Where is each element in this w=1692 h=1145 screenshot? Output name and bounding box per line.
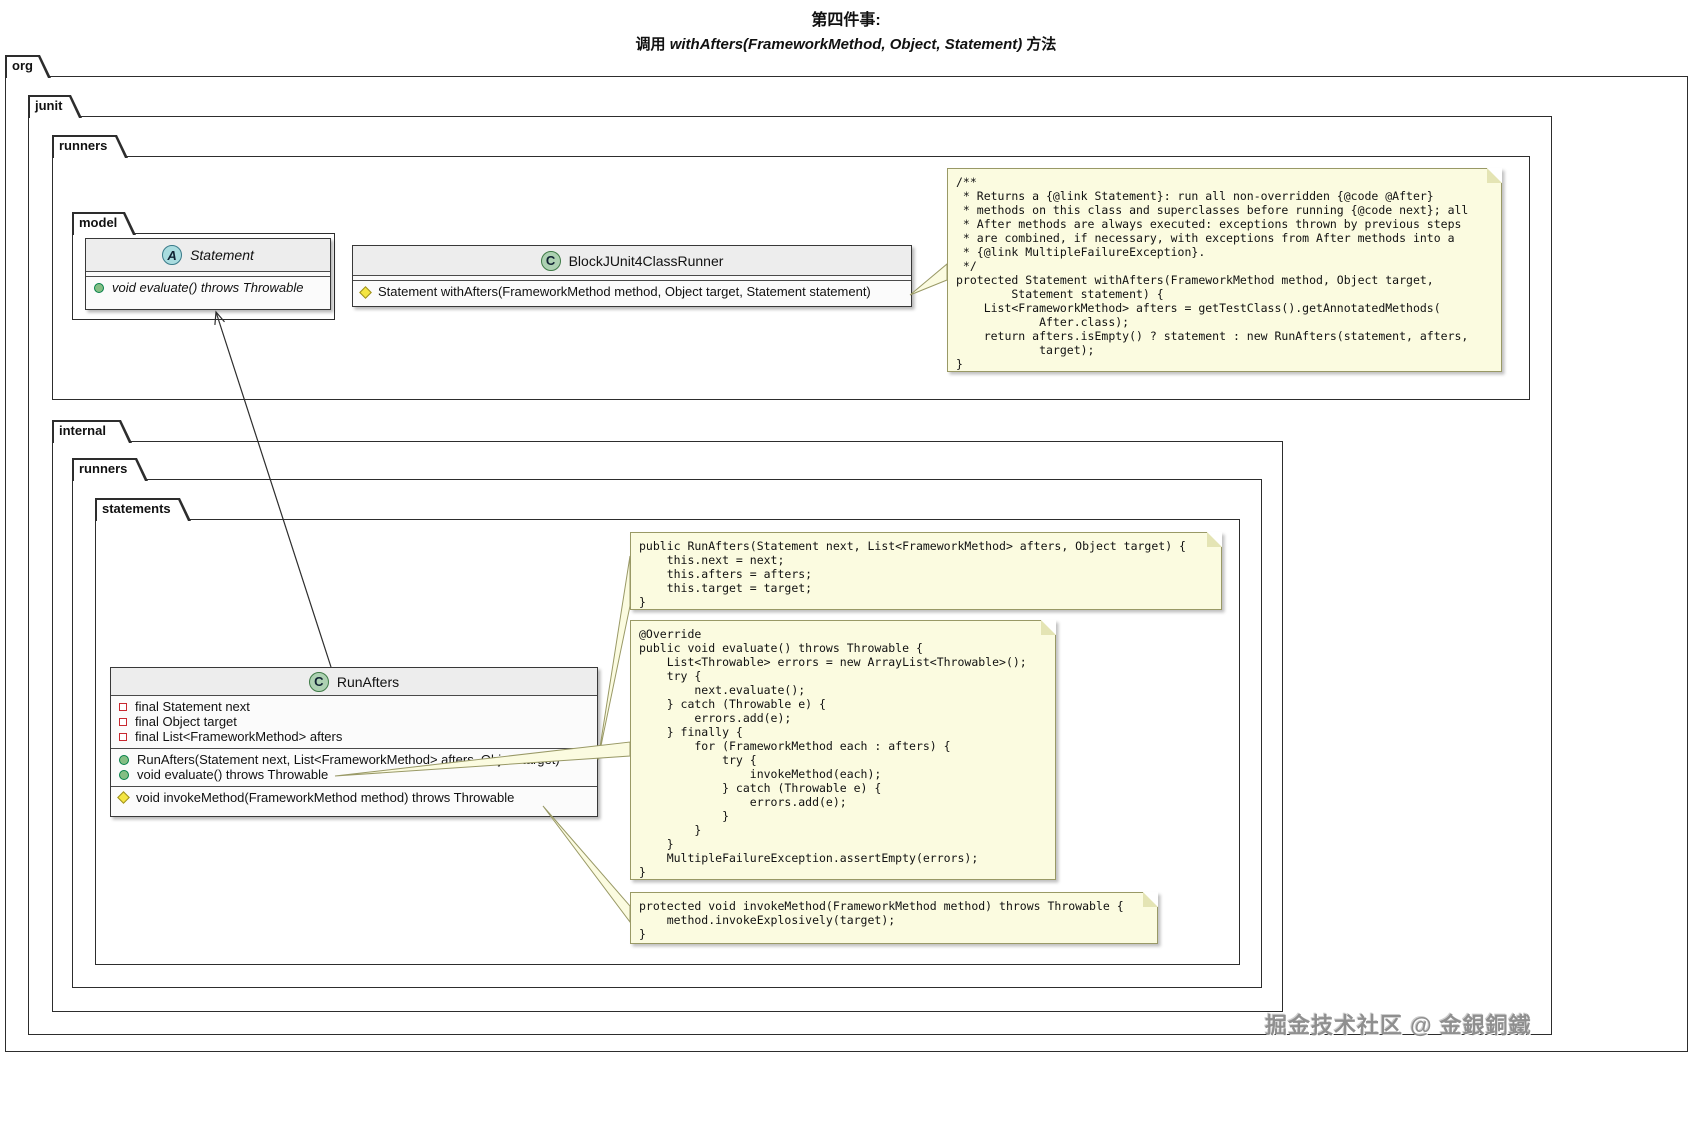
diagram-title-line2: 调用 withAfters(FrameworkMethod, Object, S… — [0, 33, 1692, 54]
class-icon: C — [540, 250, 561, 271]
title-method-signature: withAfters(FrameworkMethod, Object, Stat… — [669, 36, 1023, 53]
package-model-frame — [72, 233, 335, 320]
diagram-title: 第四件事: 调用 withAfters(FrameworkMethod, Obj… — [0, 6, 1692, 54]
package-internal: internal — [52, 420, 1283, 1012]
package-runners-inner-tab: runners — [72, 458, 148, 481]
class-statement-methods: void evaluate() throws Throwable — [86, 277, 330, 309]
note-invokemethod-source: protected void invokeMethod(FrameworkMet… — [630, 892, 1158, 944]
public-member-icon — [119, 754, 129, 765]
package-runners-outer-tab: runners — [52, 135, 128, 158]
method-evaluate-abstract: void evaluate() throws Throwable — [112, 280, 304, 295]
watermark: 掘金技术社区 @ 金銀銅鐵 — [1265, 1013, 1532, 1038]
package-internal-label: internal — [59, 423, 106, 438]
package-statements: statements — [95, 498, 1240, 965]
package-runners-inner-frame — [72, 479, 1262, 988]
class-runafters-methods-protected: void invokeMethod(FrameworkMethod method… — [111, 787, 597, 816]
method-withafters: Statement withAfters(FrameworkMethod met… — [378, 284, 871, 299]
method-runafters-constructor: RunAfters(Statement next, List<Framework… — [137, 752, 560, 767]
title-suffix: 方法 — [1022, 36, 1057, 53]
package-runners-inner: runners — [72, 458, 1262, 988]
protected-member-icon — [117, 791, 130, 804]
package-runners-outer-label: runners — [59, 138, 108, 153]
note-invokemethod-code: protected void invokeMethod(FrameworkMet… — [639, 899, 1124, 941]
class-runafters: C RunAfters final Statement next final O… — [110, 667, 598, 817]
package-internal-tab: internal — [52, 420, 132, 443]
public-member-icon — [94, 283, 104, 293]
method-evaluate: void evaluate() throws Throwable — [137, 767, 329, 782]
package-runners-outer-frame — [52, 156, 1530, 400]
class-statement-header: A Statement — [86, 239, 330, 272]
class-runafters-name: RunAfters — [336, 673, 400, 690]
private-field-icon — [119, 732, 127, 741]
field-afters: final List<FrameworkMethod> afters — [135, 729, 343, 744]
field-target: final Object target — [135, 714, 237, 729]
class-blockjunit4classrunner-name: BlockJUnit4ClassRunner — [568, 252, 724, 269]
package-junit-tab: junit — [28, 95, 82, 118]
package-model-label: model — [79, 215, 118, 230]
note-withafters-code: /** * Returns a {@link Statement}: run a… — [956, 175, 1469, 371]
class-icon: C — [308, 671, 329, 692]
class-runafters-fields: final Statement next final Object target… — [111, 696, 597, 749]
private-field-icon — [119, 702, 127, 711]
method-invokemethod: void invokeMethod(FrameworkMethod method… — [136, 790, 515, 805]
package-statements-tab: statements — [95, 498, 191, 521]
package-junit-frame — [28, 116, 1552, 1035]
package-runners-inner-label: runners — [79, 461, 128, 476]
private-field-icon — [119, 717, 127, 726]
class-runafters-methods: RunAfters(Statement next, List<Framework… — [111, 749, 597, 787]
class-statement-name: Statement — [190, 247, 254, 263]
class-blockjunit4classrunner-fields-empty — [353, 276, 911, 281]
package-org-tab: org — [5, 55, 51, 78]
note-constructor-source: public RunAfters(Statement next, List<Fr… — [630, 532, 1222, 610]
note-withafters-source: /** * Returns a {@link Statement}: run a… — [947, 168, 1502, 372]
abstract-class-icon: A — [162, 245, 183, 265]
package-statements-label: statements — [102, 501, 171, 516]
package-org-frame — [5, 76, 1688, 1052]
package-statements-frame — [95, 519, 1240, 965]
package-junit: junit — [28, 95, 1552, 1035]
class-blockjunit4classrunner-header: C BlockJUnit4ClassRunner — [353, 246, 911, 276]
package-junit-label: junit — [35, 98, 63, 113]
protected-member-icon — [359, 285, 372, 299]
note-evaluate-code: @Override public void evaluate() throws … — [639, 627, 1027, 879]
field-next: final Statement next — [135, 699, 250, 714]
class-runafters-header: C RunAfters — [111, 668, 597, 696]
class-blockjunit4classrunner-methods: Statement withAfters(FrameworkMethod met… — [353, 281, 911, 306]
note-evaluate-source: @Override public void evaluate() throws … — [630, 620, 1056, 880]
class-statement: A Statement void evaluate() throws Throw… — [85, 238, 331, 310]
title-prefix: 调用 — [635, 36, 670, 53]
package-runners-outer: runners — [52, 135, 1530, 400]
class-blockjunit4classrunner: C BlockJUnit4ClassRunner Statement withA… — [352, 245, 912, 307]
note-constructor-code: public RunAfters(Statement next, List<Fr… — [639, 539, 1186, 609]
package-org-label: org — [12, 58, 33, 73]
package-org: org — [5, 55, 1688, 1052]
package-internal-frame — [52, 441, 1283, 1012]
public-member-icon — [119, 769, 129, 780]
class-statement-fields-empty — [86, 272, 330, 277]
package-model: model — [72, 212, 335, 320]
package-model-tab: model — [72, 212, 136, 235]
diagram-title-line1: 第四件事: — [811, 12, 881, 29]
